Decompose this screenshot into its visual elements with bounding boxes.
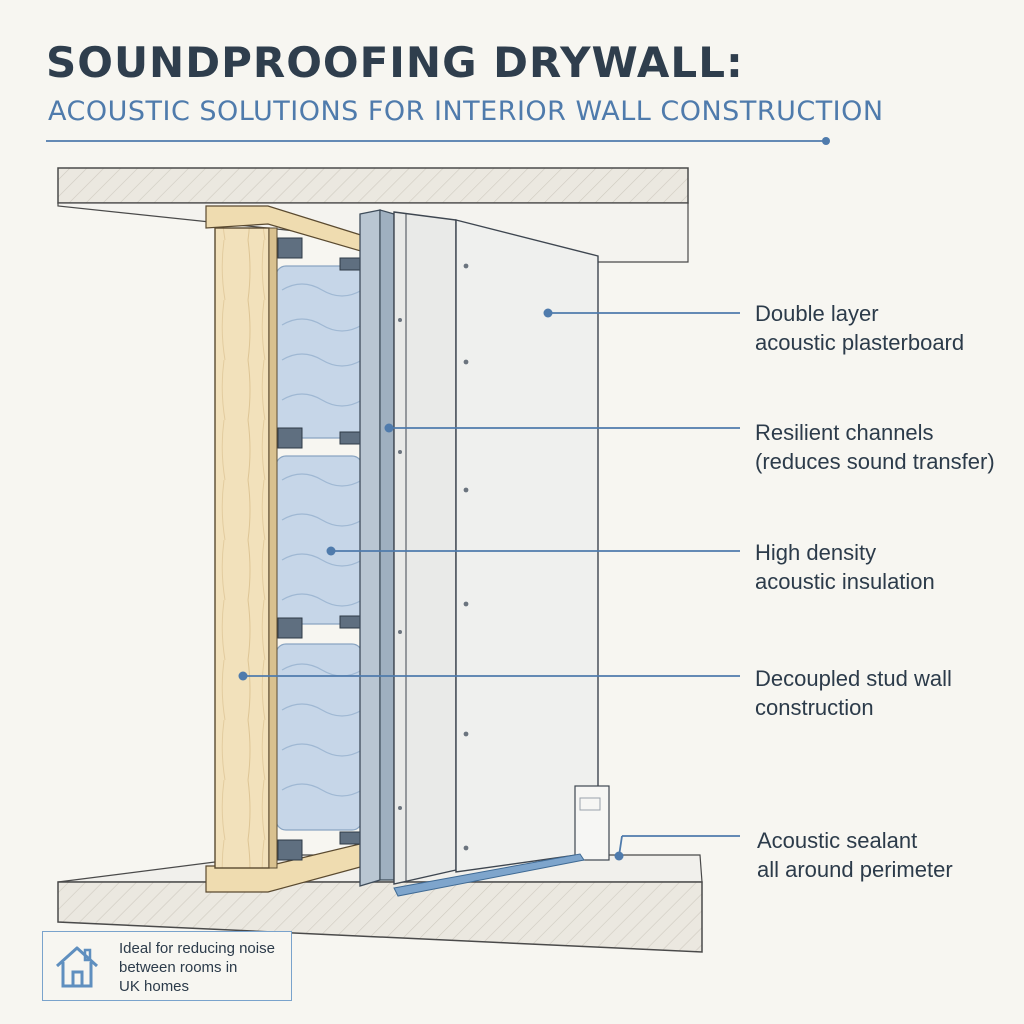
callout-line: acoustic insulation — [755, 569, 935, 594]
callout-line: (reduces sound transfer) — [755, 449, 995, 474]
house-icon — [55, 946, 99, 988]
acoustic-insulation — [275, 265, 363, 831]
callout-insulation: High density acoustic insulation — [755, 538, 935, 596]
acoustic-sealant-bead — [393, 853, 585, 897]
callout-line: Double layer — [755, 301, 879, 326]
note-line: UK homes — [119, 978, 190, 995]
note-text: Ideal for reducing noise between rooms i… — [119, 939, 275, 996]
note-line: between rooms in — [119, 959, 238, 976]
callout-stud-wall: Decoupled stud wall construction — [755, 664, 952, 722]
note-line: Ideal for reducing noise — [119, 940, 275, 957]
callout-line: Decoupled stud wall — [755, 666, 952, 691]
callout-line: construction — [755, 695, 874, 720]
callout-resilient-channels: Resilient channels (reduces sound transf… — [755, 418, 995, 476]
timber-stud — [214, 227, 278, 869]
page-title: SOUNDPROOFING DRYWALL: — [46, 38, 744, 87]
callout-line: acoustic plasterboard — [755, 330, 965, 355]
callout-line: Acoustic sealant — [757, 828, 918, 853]
callout-leaders — [238, 308, 740, 861]
plasterboard-layers — [393, 211, 599, 885]
callout-plasterboard: Double layer acoustic plasterboard — [755, 299, 964, 357]
screws — [398, 263, 469, 851]
callout-line: Resilient channels — [755, 420, 934, 445]
callout-line: all around perimeter — [757, 857, 953, 882]
resilient-channel — [359, 209, 395, 887]
skirting-board — [574, 785, 610, 861]
info-note: Ideal for reducing noise between rooms i… — [42, 931, 292, 1001]
callout-line: High density — [755, 540, 877, 565]
page-subtitle: ACOUSTIC SOLUTIONS FOR INTERIOR WALL CON… — [48, 96, 884, 127]
callout-sealant: Acoustic sealant all around perimeter — [757, 826, 953, 884]
